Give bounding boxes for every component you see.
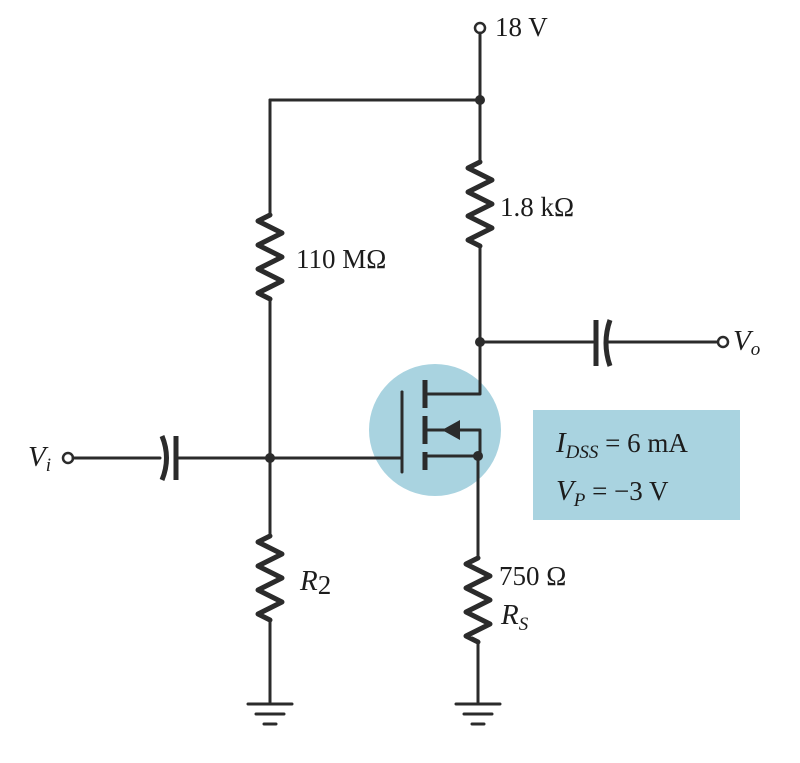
spec-vp: VP = −3 V bbox=[556, 475, 669, 511]
spec-box bbox=[533, 410, 740, 520]
source-resistor-label: 750 Ω bbox=[499, 561, 566, 591]
drain-resistor bbox=[465, 159, 495, 249]
source-resistor bbox=[463, 555, 493, 645]
drain-to-mosfet bbox=[426, 340, 482, 396]
gate-top-resistor bbox=[255, 212, 285, 302]
ground-icon bbox=[454, 702, 502, 726]
mosfet-arrow bbox=[442, 420, 460, 440]
ground-icon bbox=[246, 702, 294, 726]
source-resistor-name: RS bbox=[500, 599, 529, 635]
input-capacitor-plate-curved bbox=[159, 435, 169, 481]
gate-top-resistor-label: 110 MΩ bbox=[296, 244, 386, 274]
drain-resistor-label: 1.8 kΩ bbox=[500, 192, 574, 222]
spec-idss: IDSS = 6 mA bbox=[555, 427, 688, 463]
output-terminal bbox=[716, 335, 730, 349]
output-signal-label: Vo bbox=[733, 325, 760, 360]
supply-label: 18 V bbox=[495, 12, 548, 42]
r2-resistor bbox=[255, 533, 285, 623]
r2-label: R2 bbox=[299, 565, 331, 600]
input-signal-label: Vi bbox=[28, 441, 51, 476]
